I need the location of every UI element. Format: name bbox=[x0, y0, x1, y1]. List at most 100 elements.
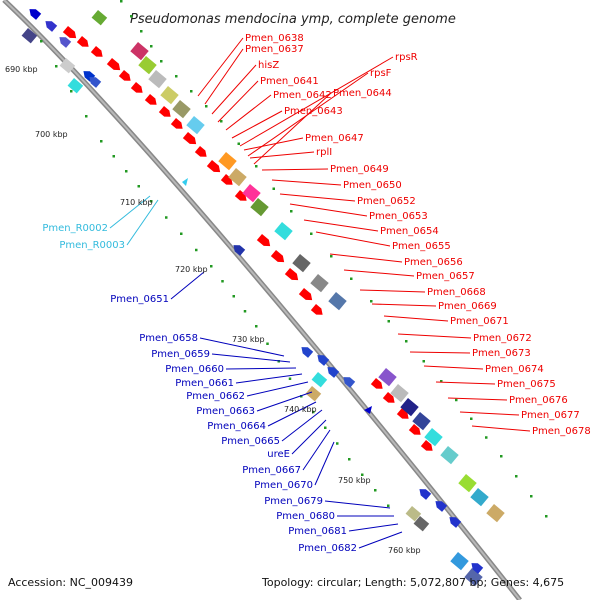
tick-dot bbox=[112, 155, 115, 158]
gene-label: Pmen_0637 bbox=[245, 44, 304, 55]
gene-block bbox=[486, 504, 505, 523]
gene-arrow bbox=[396, 408, 409, 419]
tick-dot bbox=[290, 210, 293, 213]
gene-block bbox=[450, 552, 469, 571]
gene-label: Pmen_0655 bbox=[392, 241, 451, 252]
gene-arrow bbox=[435, 501, 448, 512]
tick-dot bbox=[348, 458, 351, 461]
tick-dot bbox=[370, 300, 373, 303]
gene-block bbox=[148, 70, 167, 89]
gene-arrow bbox=[419, 489, 432, 500]
gene-arrow bbox=[270, 250, 285, 263]
leader-line bbox=[324, 500, 391, 509]
gene-arrow bbox=[256, 234, 271, 247]
gene-arrow bbox=[471, 563, 484, 574]
gene-features bbox=[21, 9, 505, 587]
leader-line bbox=[199, 337, 285, 357]
leader-line bbox=[261, 168, 329, 171]
gene-label: Pmen_0678 bbox=[532, 426, 591, 437]
gene-label: Pmen_0652 bbox=[357, 196, 416, 207]
leader-line bbox=[303, 219, 379, 232]
gene-arrow bbox=[182, 132, 197, 145]
gene-label: Pmen_0642 bbox=[273, 90, 332, 101]
gene-label: Pmen_0651 bbox=[110, 294, 169, 305]
gene-block bbox=[305, 386, 322, 402]
tick-dot bbox=[150, 200, 153, 203]
gene-arrow bbox=[29, 9, 42, 20]
leader-line bbox=[204, 48, 244, 105]
gene-label: rplI bbox=[316, 147, 332, 158]
gene-label: Pmen_0679 bbox=[264, 496, 323, 507]
leader-line bbox=[397, 333, 472, 339]
gene-label: Pmen_0647 bbox=[305, 133, 364, 144]
tick-dot bbox=[324, 426, 327, 429]
gene-arrow bbox=[298, 288, 313, 301]
leader-line bbox=[243, 137, 304, 151]
gene-label: Pmen_0670 bbox=[254, 480, 313, 491]
tick-dot bbox=[350, 277, 353, 280]
gene-label: Pmen_0657 bbox=[416, 271, 475, 282]
tick-dot bbox=[55, 65, 58, 68]
leader-line bbox=[302, 429, 331, 471]
tick-dot bbox=[190, 90, 193, 93]
gene-arrow bbox=[158, 106, 171, 117]
gene-block bbox=[59, 58, 76, 74]
gene-label: Pmen_0673 bbox=[472, 348, 531, 359]
leader-line bbox=[197, 37, 244, 97]
gene-label: Pmen_0658 bbox=[139, 333, 198, 344]
gene-arrow bbox=[327, 367, 340, 378]
leader-line bbox=[409, 351, 471, 354]
gene-label: Pmen_0650 bbox=[343, 180, 402, 191]
leader-line bbox=[359, 289, 426, 293]
leader-line bbox=[371, 303, 437, 307]
gene-label: Pmen_0644 bbox=[333, 88, 392, 99]
leader-line bbox=[383, 315, 449, 322]
gene-block bbox=[400, 398, 419, 417]
leader-line bbox=[423, 365, 484, 370]
gene-label: Pmen_0662 bbox=[186, 391, 245, 402]
gene-block bbox=[328, 292, 347, 311]
tick-dot bbox=[70, 90, 73, 93]
tick-dot bbox=[515, 475, 518, 478]
gene-label: rpsF bbox=[370, 68, 392, 79]
leader-line bbox=[281, 409, 323, 442]
gene-label: Pmen_R0003 bbox=[59, 240, 125, 251]
gene-label: Pmen_0661 bbox=[175, 378, 234, 389]
tick-dot bbox=[405, 340, 408, 343]
tick-dot bbox=[255, 325, 258, 328]
tick-dot bbox=[125, 170, 128, 173]
tick-dot bbox=[530, 495, 533, 498]
gene-arrow bbox=[382, 392, 395, 403]
gene-label: Pmen_0649 bbox=[330, 164, 389, 175]
gene-label: Pmen_0671 bbox=[450, 316, 509, 327]
tick-dot bbox=[210, 265, 213, 268]
tick-dot bbox=[310, 232, 313, 235]
gene-block bbox=[405, 505, 422, 522]
gene-block bbox=[458, 474, 477, 493]
tick-dot bbox=[140, 30, 143, 33]
tick-dot bbox=[243, 310, 247, 313]
tick-dot bbox=[195, 248, 198, 252]
tick-dot bbox=[545, 515, 548, 518]
tick-dot bbox=[175, 75, 178, 78]
gene-arrow bbox=[118, 70, 131, 81]
rna-gene bbox=[182, 178, 188, 186]
tick-dot bbox=[336, 442, 339, 445]
leader-line bbox=[343, 269, 415, 277]
tick-dot bbox=[312, 410, 315, 414]
scale-label: 720 kbp bbox=[175, 265, 208, 274]
tick-dot bbox=[455, 398, 458, 402]
gene-label: Pmen_0674 bbox=[485, 364, 544, 375]
leader-line bbox=[239, 56, 394, 147]
gene-block bbox=[228, 168, 247, 187]
leader-line bbox=[279, 193, 356, 202]
gene-arrow bbox=[106, 58, 121, 71]
gene-label: hisZ bbox=[258, 60, 279, 71]
gene-arrow bbox=[62, 26, 77, 39]
gene-block bbox=[172, 100, 191, 119]
gene-block bbox=[412, 412, 431, 431]
leader-line bbox=[211, 353, 291, 363]
tick-dot bbox=[237, 142, 240, 145]
gene-block bbox=[218, 152, 237, 171]
